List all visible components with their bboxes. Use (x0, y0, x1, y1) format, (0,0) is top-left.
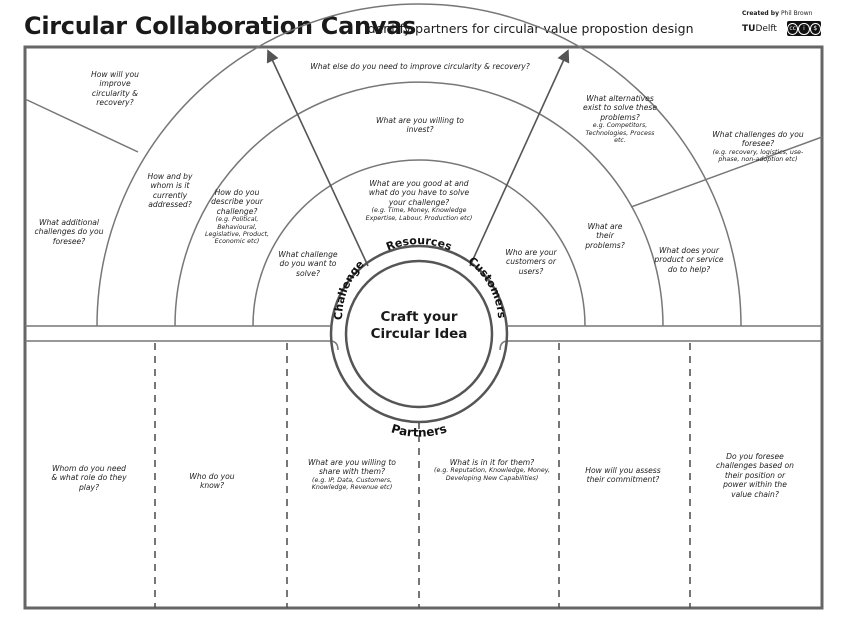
inner-arc (252, 159, 586, 327)
prompt-good-at: What are you good at and what do you hav… (360, 179, 478, 222)
prompt-additional-challenges: What additional challenges do you forese… (34, 218, 104, 246)
prompt-alternatives-sub: e.g. Competitors, Technologies, Process … (585, 122, 655, 145)
ring-label-partners: Partners (390, 422, 449, 440)
prompt-product-help: What does your product or service do to … (654, 246, 724, 274)
partners-column-5: How will you assess their commitment? (584, 466, 662, 485)
partners-column-6-question: Do you foresee challenges based on their… (715, 452, 794, 499)
prompt-challenges-foresee-question: What challenges do you foresee? (712, 130, 804, 149)
prompt-improve-circularity: How will you improve circularity & recov… (91, 70, 139, 108)
prompt-alternatives-question: What alternatives exist to solve these p… (582, 94, 658, 122)
right-arrow (469, 49, 570, 267)
partners-column-2-question: Who do you know? (189, 472, 235, 491)
partners-column-2: Who do you know? (180, 472, 244, 491)
prompt-describe-challenge-sub: (e.g. Political, Behavioural, Legislativ… (205, 216, 269, 246)
partners-column-4: What is in it for them? (e.g. Reputation… (434, 458, 550, 482)
canvas-frame (23, 45, 824, 610)
credit-prefix: Created by (742, 10, 780, 17)
left-arrow (266, 49, 369, 267)
tudelft-logo-delft: Delft (755, 24, 777, 34)
author-credit: Created by Phil Brown (742, 10, 812, 17)
prompt-their-problems: What are their problems? (585, 222, 625, 250)
ring-label-resources: Resources (384, 234, 454, 254)
partners-column-1-question: Whom do you need & what role do they pla… (51, 464, 127, 492)
left-outer-divider (24, 98, 139, 153)
prompt-alternatives: What alternatives exist to solve these p… (580, 94, 660, 144)
prompt-currently-addressed: How and by whom is it currently addresse… (147, 172, 193, 210)
divider-bottom-right (499, 340, 822, 351)
middle-arc (174, 81, 664, 327)
credit-name: Phil Brown (780, 10, 813, 17)
divider-bottom-left (25, 340, 339, 351)
prompt-improve-circularity-top: What else do you need to improve circula… (310, 62, 530, 71)
prompt-describe-challenge-question: How do you describe your challenge? (211, 188, 263, 216)
prompt-describe-challenge: How do you describe your challenge? (e.g… (200, 188, 274, 246)
partners-column-1: Whom do you need & what role do they pla… (48, 464, 130, 492)
canvas-subtitle: Identify partners for circular value pro… (364, 21, 694, 36)
partners-column-6: Do you foresee challenges based on their… (712, 452, 798, 499)
canvas-title: Circular Collaboration Canvas (24, 12, 416, 40)
inner-ring (344, 259, 494, 409)
prompt-challenges-foresee-sub: (e.g. recovery, logistics, use-phase, no… (712, 148, 804, 164)
outer-arc (96, 3, 742, 327)
partners-column-5-question: How will you assess their commitment? (585, 466, 661, 485)
prompt-challenges-foresee: What challenges do you foresee? (e.g. re… (708, 130, 808, 164)
center-title: Craft your Circular Idea (370, 309, 468, 342)
partners-column-3-sub: (e.g. IP, Data, Customers, Knowledge, Re… (311, 476, 393, 492)
prompt-good-at-sub: (e.g. Time, Money, Knowledge Expertise, … (365, 207, 473, 222)
partners-column-4-question: What is in it for them? (449, 458, 535, 467)
prompt-challenge-solve: What challenge do you want to solve? (278, 250, 338, 278)
partners-column-4-sub: (e.g. Reputation, Knowledge, Money, Deve… (434, 467, 550, 482)
prompt-good-at-question: What are you good at and what do you hav… (368, 179, 470, 207)
partners-column-3-question: What are you willing to share with them? (308, 458, 396, 477)
partners-column-3: What are you willing to share with them?… (302, 458, 402, 492)
tudelft-logo-tu: TU (742, 24, 756, 34)
tudelft-logo: TUDelft (742, 24, 777, 34)
prompt-invest: What are you willing to invest? (376, 116, 464, 135)
prompt-customers: Who are your customers or users? (505, 248, 557, 276)
right-outer-divider (630, 136, 823, 208)
